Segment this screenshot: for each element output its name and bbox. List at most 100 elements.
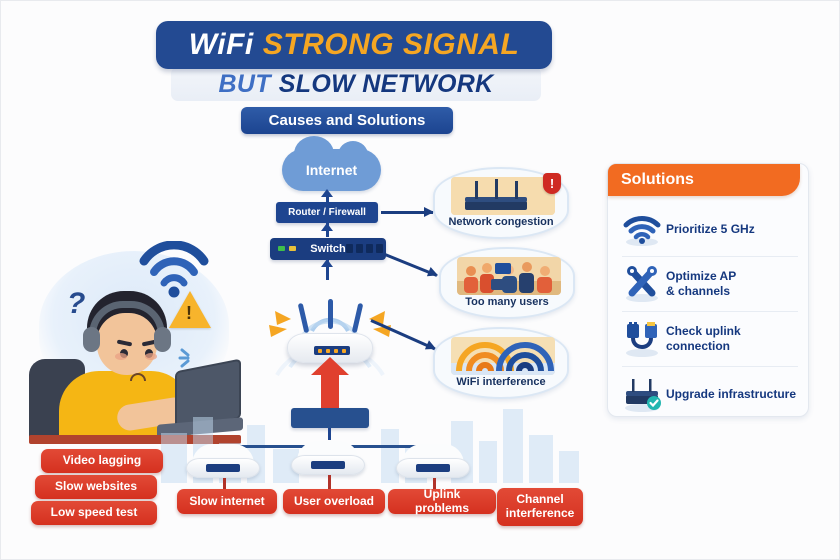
symptom-tag-video-lagging: Video lagging <box>41 449 163 473</box>
switch-led-green <box>278 246 285 251</box>
cause-bubble-too-many-users: Too many users <box>439 247 575 319</box>
cause-thumb-users <box>457 257 561 295</box>
router-firewall-label: Router / Firewall <box>288 207 366 218</box>
crowd-of-users-icon <box>457 257 561 295</box>
central-access-point <box>269 299 391 379</box>
title-banner: WiFi STRONG SIGNAL <box>156 21 552 69</box>
solutions-header-label: Solutions <box>621 171 694 188</box>
sound-waves-icon <box>178 348 190 368</box>
bottom-tag-user-overload-label: User overload <box>293 493 375 508</box>
bottom-tag-channel-interference: Channel interference <box>497 488 583 526</box>
solution-label-optimize-ap-line2: & channels <box>666 284 731 298</box>
solution-label-check-uplink: Check uplink connection <box>666 324 741 354</box>
bottom-tag-slow-internet-label: Slow internet <box>189 493 265 508</box>
symptom-tag-slow-websites-label: Slow websites <box>54 479 138 494</box>
access-point-left <box>186 444 260 478</box>
symptom-tag-low-speed-test-label: Low speed test <box>50 505 138 520</box>
wifi-icon <box>618 207 666 251</box>
symptom-tag-low-speed-test: Low speed test <box>31 501 157 525</box>
bottom-tag-channel-interference-line1: Channel <box>516 492 564 507</box>
switch-node: Switch <box>270 238 386 260</box>
ap-led <box>342 349 346 353</box>
switch-port <box>366 244 373 253</box>
causes-and-solutions-label: Causes and Solutions <box>268 112 426 129</box>
cause-bubble-wifi-interference: WiFi interference <box>433 327 569 399</box>
headphone-cup-right <box>154 327 171 352</box>
router-firewall-node: Router / Firewall <box>276 202 378 223</box>
warning-triangle-icon <box>169 291 211 328</box>
switch-port <box>356 244 363 253</box>
bottom-tag-uplink-problems: Uplink problems <box>388 486 496 515</box>
overlapping-wifi-signals-icon <box>451 337 555 375</box>
ap-led <box>318 349 322 353</box>
cause-label-congestion: Network congestion <box>448 216 554 228</box>
uplink-bottleneck-arrow-head <box>311 357 349 375</box>
solutions-header: Solutions <box>608 164 800 196</box>
symptom-tag-slow-websites: Slow websites <box>35 475 157 499</box>
bottom-tag-channel-interference-line2: interference <box>505 506 575 520</box>
subtitle-band: BUT SLOW NETWORK <box>171 67 541 101</box>
access-point-right <box>396 444 470 478</box>
arrow-to-users <box>384 253 438 277</box>
link-bottom-switch-down <box>328 428 331 440</box>
ap-led <box>326 349 330 353</box>
solution-label-optimize-ap: Optimize AP & channels <box>666 269 736 299</box>
frowning-mouth <box>130 373 146 381</box>
solution-item-upgrade-infrastructure[interactable]: Upgrade infrastructure <box>618 367 800 421</box>
person-head <box>81 291 173 387</box>
question-mark: ? <box>67 287 86 320</box>
cause-label-interference: WiFi interference <box>456 376 546 388</box>
causes-and-solutions-pill: Causes and Solutions <box>241 107 453 134</box>
access-point-center <box>291 441 365 475</box>
switch-label: Switch <box>310 243 346 255</box>
desk-surface <box>29 435 241 444</box>
solution-label-upgrade-infrastructure: Upgrade infrastructure <box>666 386 797 401</box>
eyebrow-left <box>116 339 133 347</box>
arrow-to-congestion <box>381 207 434 217</box>
headphone-cup-left <box>83 327 100 352</box>
internet-cloud: Internet <box>282 136 381 191</box>
crossed-wrenches-icon <box>618 262 666 306</box>
ap-led-strip <box>416 464 450 472</box>
subtitle-slow-network: SLOW NETWORK <box>278 69 494 98</box>
subtitle-but: BUT <box>218 69 271 98</box>
solution-item-prioritize-5ghz[interactable]: Prioritize 5 GHz <box>618 202 800 256</box>
internet-label: Internet <box>305 162 358 178</box>
title-wifi: WiFi <box>188 28 254 61</box>
solution-item-check-uplink[interactable]: Check uplink connection <box>618 312 800 366</box>
router-check-icon <box>618 372 666 416</box>
solution-label-optimize-ap-line1: Optimize AP <box>666 269 737 283</box>
symptom-tag-video-lagging-label: Video lagging <box>62 453 142 468</box>
wifi-signal-icon <box>139 241 209 298</box>
bottom-switch <box>291 408 369 428</box>
cause-bubble-network-congestion: ! Network congestion <box>433 167 569 239</box>
switch-port <box>346 244 353 253</box>
solutions-divider <box>622 311 798 312</box>
link-ap-to-switch <box>326 260 329 280</box>
arrow-switch-to-router <box>321 223 333 231</box>
solution-item-optimize-ap[interactable]: Optimize AP & channels <box>618 257 800 311</box>
cheek-right <box>145 353 157 360</box>
ap-led <box>334 349 338 353</box>
congestion-warning-badge: ! <box>543 173 561 194</box>
tag-stem-uplink-problems <box>433 478 436 492</box>
uplink-bottleneck-arrow-shaft <box>321 369 339 411</box>
tag-stem-user-overload <box>328 475 331 491</box>
cause-thumb-congestion <box>451 177 555 215</box>
cause-label-users: Too many users <box>465 296 549 308</box>
switch-led-amber <box>289 246 296 251</box>
bottom-tag-user-overload: User overload <box>283 489 385 514</box>
bottom-tag-uplink-problems-label: Uplink problems <box>414 486 469 515</box>
solutions-panel: Solutions Prioritize 5 GHz <box>607 163 809 417</box>
arrow-router-to-internet <box>321 189 333 197</box>
tag-stem-slow-internet <box>223 478 226 492</box>
solution-label-check-uplink-line1: Check uplink <box>666 324 741 338</box>
antenna-center <box>328 299 333 329</box>
solutions-divider <box>622 256 798 257</box>
switch-port <box>376 244 383 253</box>
ap-led-strip <box>311 461 345 469</box>
solution-label-prioritize-5ghz: Prioritize 5 GHz <box>666 221 755 236</box>
title-strong-signal: STRONG SIGNAL <box>262 28 520 61</box>
solutions-divider <box>622 366 798 367</box>
